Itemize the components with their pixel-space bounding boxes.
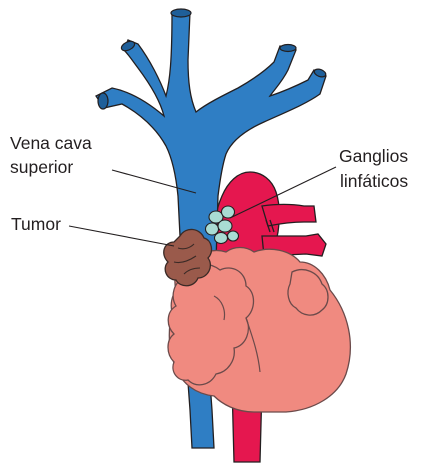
vessel-end-right — [280, 45, 296, 52]
pulmonary-branch-upper — [262, 205, 316, 227]
lymph-node — [228, 231, 239, 241]
vessel-end-left — [98, 93, 108, 109]
lymph-node — [215, 233, 228, 244]
leader-line-tumor — [69, 226, 174, 246]
lymph-node — [218, 220, 232, 232]
vessel-end-top — [171, 9, 191, 17]
label-vena-cava-line2: superior — [10, 157, 73, 177]
label-ganglios-line1: Ganglios — [339, 146, 408, 166]
label-ganglios-line2: linfáticos — [340, 171, 408, 191]
label-tumor: Tumor — [11, 214, 61, 234]
lymph-node — [206, 223, 219, 235]
label-vena-cava-line1: Vena cava — [10, 133, 92, 153]
